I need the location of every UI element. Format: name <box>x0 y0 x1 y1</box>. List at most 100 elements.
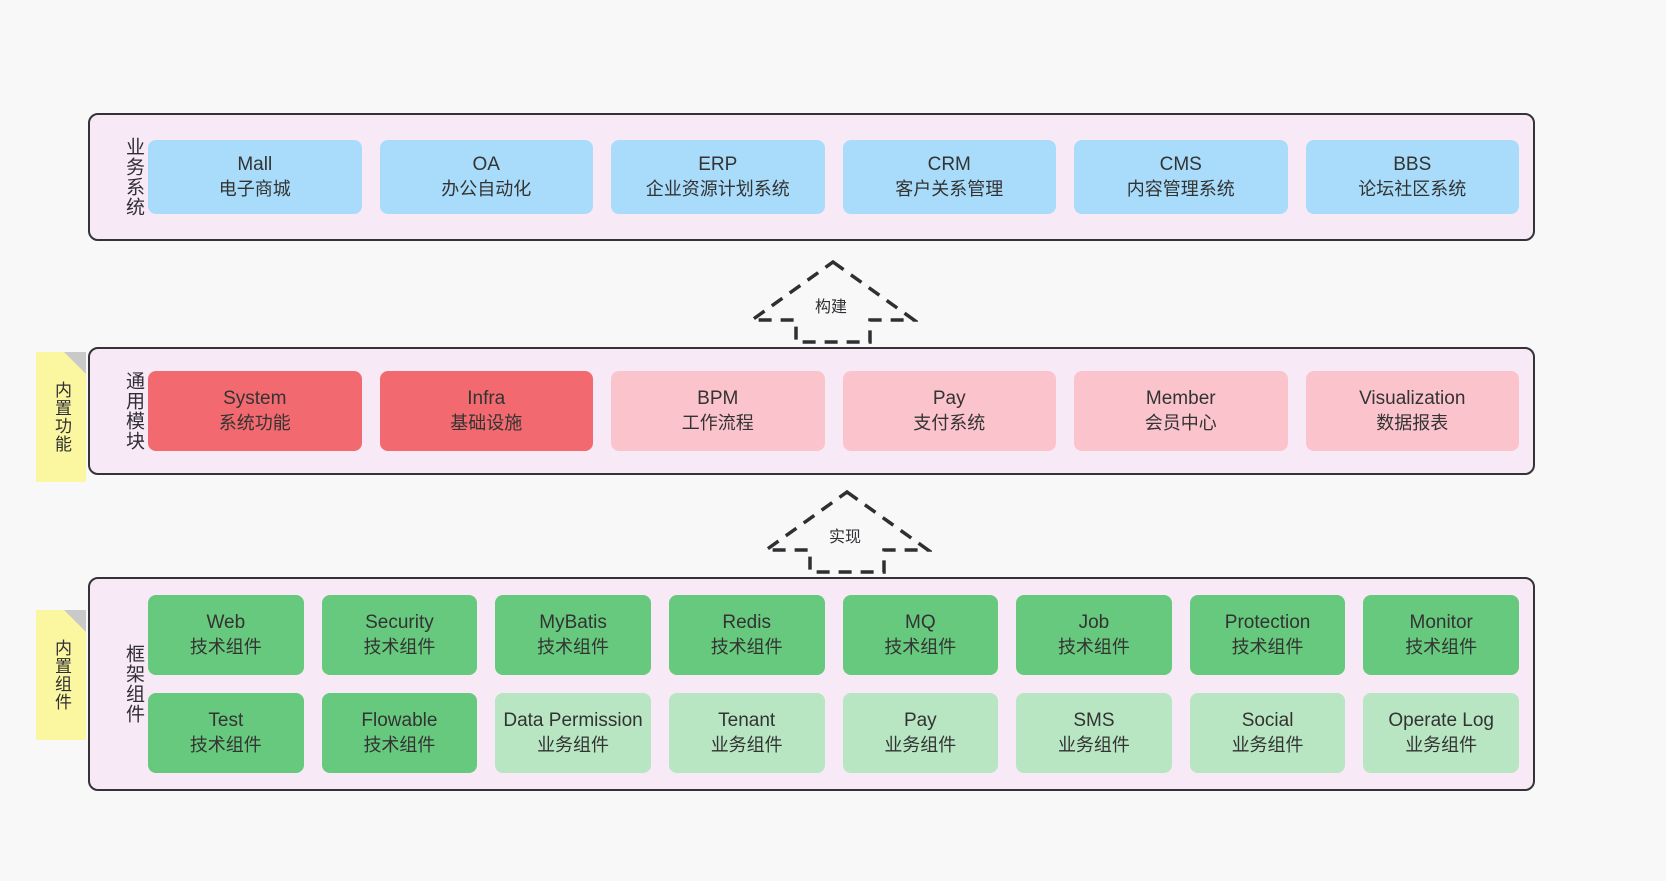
card-row: Mall 电子商城 OA 办公自动化 ERP 企业资源计划系统 CRM 客户关系… <box>148 140 1519 214</box>
card-subtitle: 电子商城 <box>218 178 291 199</box>
card-subtitle: 业务组件 <box>1405 734 1478 755</box>
dashed-hollow-arrow-up-icon <box>746 259 920 344</box>
card-title: Redis <box>722 612 771 634</box>
card-title: Pay <box>903 710 937 732</box>
card-visualization[interactable]: Visualization 数据报表 <box>1305 371 1519 451</box>
folded-corner-icon <box>64 610 86 632</box>
sticky-note-label: 内置组件 <box>52 639 72 711</box>
card-tenant[interactable]: Tenant 业务组件 <box>668 693 825 773</box>
card-subtitle: 业务组件 <box>1231 734 1304 755</box>
card-subtitle: 客户关系管理 <box>895 178 1004 199</box>
card-bpm[interactable]: BPM 工作流程 <box>611 371 825 451</box>
card-subtitle: 企业资源计划系统 <box>645 178 790 199</box>
layer-common-modules: 通用模块 System 系统功能 Infra 基础设施 BPM 工作流程 Pay… <box>88 347 1535 475</box>
card-row: Test 技术组件 Flowable 技术组件 Data Permission … <box>148 693 1519 773</box>
card-redis[interactable]: Redis 技术组件 <box>668 595 825 675</box>
card-title: Visualization <box>1359 388 1466 410</box>
card-subtitle: 会员中心 <box>1144 412 1217 433</box>
card-mq[interactable]: MQ 技术组件 <box>842 595 999 675</box>
sticky-note-label: 内置功能 <box>52 381 72 453</box>
card-security[interactable]: Security 技术组件 <box>321 595 478 675</box>
card-title: Mall <box>237 154 273 176</box>
layer-title-framework: 框架组件 <box>123 644 144 724</box>
card-title: MQ <box>905 612 936 634</box>
arrow-label-build: 构建 <box>813 293 850 317</box>
arrow-build: 构建 <box>746 258 920 346</box>
card-subtitle: 业务组件 <box>710 734 783 755</box>
card-erp[interactable]: ERP 企业资源计划系统 <box>611 140 825 214</box>
card-subtitle: 业务组件 <box>884 734 957 755</box>
card-mybatis[interactable]: MyBatis 技术组件 <box>495 595 651 675</box>
card-subtitle: 技术组件 <box>1231 636 1304 657</box>
card-test[interactable]: Test 技术组件 <box>148 693 304 773</box>
card-title: Data Permission <box>503 710 643 732</box>
arrow-label-implement: 实现 <box>827 523 864 547</box>
card-protection[interactable]: Protection 技术组件 <box>1189 595 1346 675</box>
layer-body-business: Mall 电子商城 OA 办公自动化 ERP 企业资源计划系统 CRM 客户关系… <box>144 115 1533 239</box>
card-title: Test <box>208 710 244 732</box>
card-subtitle: 工作流程 <box>681 412 754 433</box>
card-operate-log[interactable]: Operate Log 业务组件 <box>1363 693 1519 773</box>
folded-corner-icon <box>64 352 86 374</box>
layer-business-systems: 业务系统 Mall 电子商城 OA 办公自动化 ERP 企业资源计划系统 CRM… <box>88 113 1535 241</box>
card-member[interactable]: Member 会员中心 <box>1074 371 1288 451</box>
card-title: CMS <box>1159 154 1202 176</box>
card-subtitle: 系统功能 <box>218 412 291 433</box>
card-title: MyBatis <box>539 612 607 634</box>
card-subtitle: 技术组件 <box>189 734 262 755</box>
card-bbs[interactable]: BBS 论坛社区系统 <box>1305 140 1519 214</box>
card-cms[interactable]: CMS 内容管理系统 <box>1074 140 1288 214</box>
card-social[interactable]: Social 业务组件 <box>1189 693 1346 773</box>
layer-body-framework: Web 技术组件 Security 技术组件 MyBatis 技术组件 Redi… <box>144 579 1533 789</box>
card-subtitle: 数据报表 <box>1376 412 1449 433</box>
card-mall[interactable]: Mall 电子商城 <box>148 140 362 214</box>
card-title: Infra <box>467 388 506 410</box>
card-sms[interactable]: SMS 业务组件 <box>1016 693 1172 773</box>
card-subtitle: 技术组件 <box>537 636 610 657</box>
layer-framework-components: 框架组件 Web 技术组件 Security 技术组件 MyBatis 技术组件… <box>88 577 1535 791</box>
sticky-note-builtin-features: 内置功能 <box>36 352 86 482</box>
card-title: Pay <box>932 388 966 410</box>
card-pay-component[interactable]: Pay 业务组件 <box>842 693 999 773</box>
card-crm[interactable]: CRM 客户关系管理 <box>842 140 1056 214</box>
card-subtitle: 业务组件 <box>1057 734 1130 755</box>
card-title: OA <box>472 154 500 176</box>
sticky-note-builtin-components: 内置组件 <box>36 610 86 740</box>
card-pay-module[interactable]: Pay 支付系统 <box>842 371 1056 451</box>
layer-body-common: System 系统功能 Infra 基础设施 BPM 工作流程 Pay 支付系统… <box>144 349 1533 473</box>
card-subtitle: 技术组件 <box>363 734 436 755</box>
card-oa[interactable]: OA 办公自动化 <box>379 140 593 214</box>
card-subtitle: 技术组件 <box>1405 636 1478 657</box>
card-data-permission[interactable]: Data Permission 业务组件 <box>495 693 651 773</box>
layer-title-business: 业务系统 <box>123 137 144 217</box>
card-flowable[interactable]: Flowable 技术组件 <box>321 693 478 773</box>
arrow-implement: 实现 <box>760 488 934 576</box>
card-system[interactable]: System 系统功能 <box>148 371 362 451</box>
card-title: BPM <box>697 388 739 410</box>
card-monitor[interactable]: Monitor 技术组件 <box>1363 595 1519 675</box>
card-subtitle: 支付系统 <box>913 412 986 433</box>
card-title: CRM <box>927 154 971 176</box>
card-title: Web <box>206 612 246 634</box>
card-title: SMS <box>1073 710 1115 732</box>
card-subtitle: 技术组件 <box>710 636 783 657</box>
card-job[interactable]: Job 技术组件 <box>1016 595 1172 675</box>
card-subtitle: 论坛社区系统 <box>1358 178 1467 199</box>
card-subtitle: 技术组件 <box>189 636 262 657</box>
card-title: Monitor <box>1409 612 1473 634</box>
card-title: BBS <box>1393 154 1432 176</box>
card-title: System <box>223 388 287 410</box>
card-web[interactable]: Web 技术组件 <box>148 595 304 675</box>
card-title: Security <box>365 612 434 634</box>
card-subtitle: 技术组件 <box>363 636 436 657</box>
card-subtitle: 基础设施 <box>450 412 523 433</box>
card-title: Flowable <box>361 710 438 732</box>
dashed-hollow-arrow-up-icon <box>760 489 934 574</box>
card-title: Social <box>1241 710 1294 732</box>
card-title: Member <box>1145 388 1216 410</box>
card-row: System 系统功能 Infra 基础设施 BPM 工作流程 Pay 支付系统… <box>148 371 1519 451</box>
card-infra[interactable]: Infra 基础设施 <box>379 371 593 451</box>
card-title: ERP <box>698 154 738 176</box>
card-subtitle: 办公自动化 <box>441 178 532 199</box>
